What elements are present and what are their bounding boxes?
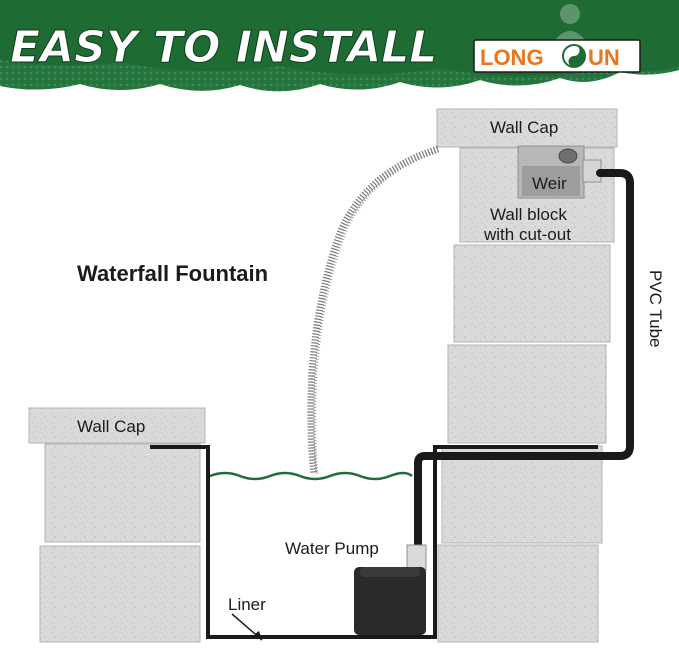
- right-wall-block-2: [453, 244, 611, 343]
- pump-body: [354, 567, 426, 635]
- brand-logo-frame: [473, 39, 641, 73]
- left-wall-cap: [28, 407, 206, 444]
- label-liner: Liner: [228, 595, 266, 614]
- banner-texture: [0, 60, 679, 92]
- right-wall-block-3: [447, 344, 607, 444]
- brand-logo-left: LONG: [480, 45, 544, 70]
- pump-nozzle: [406, 544, 427, 571]
- left-wall-block-lower: [39, 545, 201, 643]
- label-wall-block-line2: with cut-out: [483, 225, 571, 244]
- brand-logo: LONG UN: [473, 4, 641, 73]
- label-wall-block-line1: Wall block: [490, 205, 567, 224]
- label-wall-cap-left: Wall Cap: [77, 417, 145, 436]
- pump-top: [360, 567, 420, 577]
- water-pump: [354, 544, 427, 635]
- right-wall-cap: [436, 108, 618, 148]
- right-wall: [436, 108, 618, 643]
- liner-pointer-arrow: [255, 631, 262, 640]
- pond-liner: [150, 445, 598, 639]
- banner-headline: EASY TO INSTALL: [10, 22, 437, 73]
- label-water-pump: Water Pump: [285, 539, 379, 558]
- right-wall-block-4: [441, 445, 603, 544]
- banner: EASY TO INSTALL LONG UN: [0, 0, 679, 92]
- waterfall-stream: [307, 145, 440, 475]
- brand-logo-right: UN: [588, 45, 620, 70]
- label-weir: Weir: [532, 174, 567, 193]
- label-wall-cap-right: Wall Cap: [490, 118, 558, 137]
- diagram-title: Waterfall Fountain: [77, 261, 268, 286]
- label-pvc-tube: PVC Tube: [646, 270, 665, 348]
- yin-yang-icon: [562, 44, 586, 68]
- left-wall: [28, 407, 206, 643]
- pvc-tube: [414, 169, 634, 574]
- mascot-icon: [555, 4, 585, 40]
- weir-outlet: [558, 148, 578, 164]
- left-wall-block-upper: [44, 443, 201, 543]
- weir-inner: [522, 166, 580, 196]
- right-wall-block-5: [437, 544, 599, 643]
- water-surface: [209, 471, 413, 481]
